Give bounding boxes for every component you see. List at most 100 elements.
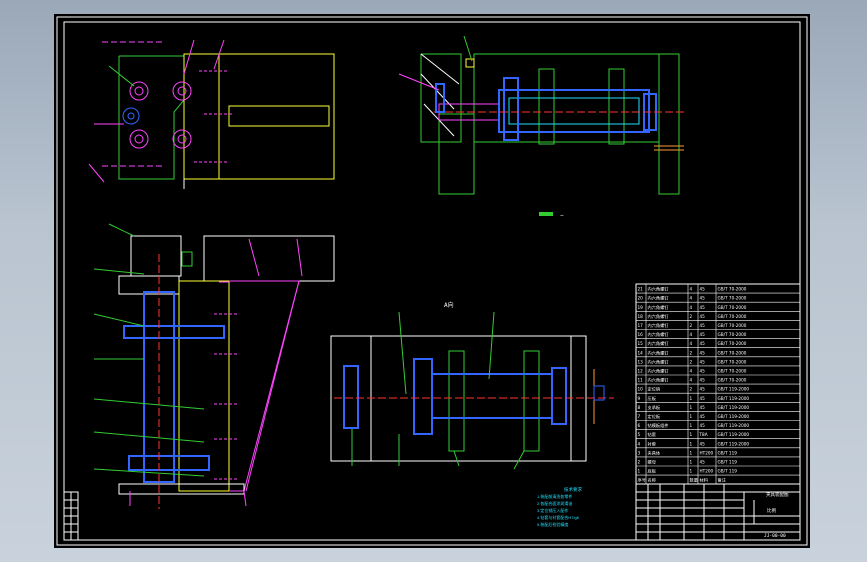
left-margin-table xyxy=(63,491,79,541)
tech-note-line: 2.各配合面涂润滑油 xyxy=(537,500,572,506)
parts-cell-name: 名称 xyxy=(648,477,656,484)
parts-cell-no: 序号 xyxy=(638,477,646,484)
minus-annotation: − xyxy=(560,212,564,219)
title-block-scale: 比例 xyxy=(767,507,776,514)
parts-cell-qty: 4 xyxy=(690,369,693,374)
tech-note-line: 4.钻套与衬套配合H7/g6 xyxy=(537,514,580,520)
parts-cell-no: 12 xyxy=(638,369,644,374)
assembly-drawing: − A向 xyxy=(56,16,808,546)
parts-cell-mat: 45 xyxy=(700,423,706,428)
top-right-view: − xyxy=(398,35,684,219)
view-title-bottom: A向 xyxy=(444,301,454,309)
parts-cell-no: 7 xyxy=(638,414,641,419)
parts-cell-name: 内六角螺钉 xyxy=(648,377,670,384)
parts-cell-name: 内六角螺钉 xyxy=(648,331,670,338)
parts-cell-qty: 2 xyxy=(690,323,693,328)
parts-cell-name: 内六角螺钉 xyxy=(648,322,670,329)
parts-cell-name: 内六角螺钉 xyxy=(648,286,670,293)
parts-cell-name: 底板 xyxy=(648,468,657,475)
parts-cell-qty: 1 xyxy=(690,423,693,428)
parts-cell-name: 内六角螺钉 xyxy=(648,304,670,311)
parts-cell-name: 内六角螺钉 xyxy=(648,313,670,320)
parts-cell-qty: 1 xyxy=(690,460,693,465)
parts-cell-mat: 45 xyxy=(700,414,706,419)
parts-cell-mat: 45 xyxy=(700,332,706,337)
parts-cell-name: 螺母 xyxy=(648,459,656,466)
parts-cell-mat: 45 xyxy=(700,378,706,383)
parts-cell-qty: 2 xyxy=(690,350,693,355)
parts-cell-std: GB/T 70-2000 xyxy=(718,369,747,374)
parts-cell-no: 4 xyxy=(638,441,641,446)
parts-cell-no: 19 xyxy=(638,305,644,310)
title-block: 夹具装配图 比例 JJ-00-00 xyxy=(635,483,801,541)
parts-cell-qty: 2 xyxy=(690,359,693,364)
outer-border xyxy=(56,16,808,546)
parts-cell-std: GB/T 70-2000 xyxy=(718,296,747,301)
parts-cell-mat: 45 xyxy=(700,405,706,410)
tech-notes: 技术要求 1.装配前清洗各零件 2.各配合面涂润滑油 3.定位销压入配作 4.钻… xyxy=(537,486,582,527)
parts-cell-mat: 45 xyxy=(700,387,706,392)
parts-cell-name: 夹具体 xyxy=(648,449,661,456)
parts-cell-qty: 2 xyxy=(690,387,693,392)
parts-cell-mat: 45 xyxy=(700,369,706,374)
parts-cell-name: 衬套 xyxy=(648,440,657,447)
parts-cell-no: 18 xyxy=(638,314,644,319)
parts-cell-qty: 4 xyxy=(690,305,693,310)
parts-cell-no: 2 xyxy=(638,460,641,465)
parts-cell-no: 8 xyxy=(638,405,641,410)
parts-cell-name: 钻模板组件 xyxy=(648,422,669,429)
parts-cell-std: GB/T 70-2000 xyxy=(718,287,747,292)
parts-cell-qty: 数量 xyxy=(690,477,698,484)
parts-cell-mat: 45 xyxy=(700,296,706,301)
parts-cell-std: GB/T 70-2000 xyxy=(718,359,747,364)
parts-cell-std: GB/T 70-2000 xyxy=(718,314,747,319)
parts-cell-mat: 45 xyxy=(700,341,706,346)
parts-cell-no: 11 xyxy=(638,378,644,383)
parts-cell-no: 9 xyxy=(638,396,641,401)
parts-cell-qty: 1 xyxy=(690,469,693,474)
parts-cell-name: 定位板 xyxy=(648,413,661,420)
parts-cell-std: GB/T 70-2000 xyxy=(718,378,747,383)
parts-cell-no: 5 xyxy=(638,432,641,437)
parts-cell-qty: 1 xyxy=(690,396,693,401)
parts-cell-no: 17 xyxy=(638,323,644,328)
parts-cell-no: 1 xyxy=(638,469,641,474)
parts-cell-std: GB/T 119-2000 xyxy=(718,387,750,392)
parts-cell-std: GB/T 70-2000 xyxy=(718,323,747,328)
parts-cell-qty: 4 xyxy=(690,341,693,346)
parts-cell-qty: 4 xyxy=(690,332,693,337)
parts-cell-no: 14 xyxy=(638,350,644,355)
parts-cell-name: 定位销 xyxy=(648,386,661,393)
parts-cell-std: GB/T 119-2000 xyxy=(718,441,750,446)
parts-cell-name: 内六角螺钉 xyxy=(648,368,670,375)
title-block-name: 夹具装配图 xyxy=(766,491,789,498)
parts-cell-mat: T8A xyxy=(699,432,708,437)
top-left-view xyxy=(88,39,335,189)
parts-cell-qty: 1 xyxy=(690,441,693,446)
parts-cell-mat: 45 xyxy=(700,287,706,292)
parts-cell-std: GB/T 119-2000 xyxy=(718,423,750,428)
parts-cell-std: GB/T 119 xyxy=(718,450,738,455)
parts-cell-std: GB/T 119-2000 xyxy=(718,432,750,437)
parts-cell-qty: 4 xyxy=(690,287,693,292)
parts-cell-std: GB/T 70-2000 xyxy=(718,350,747,355)
parts-cell-qty: 2 xyxy=(690,314,693,319)
parts-cell-mat: 45 xyxy=(700,441,706,446)
parts-cell-name: 钻套 xyxy=(648,431,657,438)
parts-cell-std: GB/T 119 xyxy=(718,469,738,474)
parts-cell-std: GB/T 119-2000 xyxy=(718,405,750,410)
parts-cell-std: GB/T 119-2000 xyxy=(718,396,750,401)
cad-viewport[interactable]: − A向 xyxy=(54,14,810,548)
parts-cell-qty: 1 xyxy=(690,405,693,410)
parts-cell-mat: 45 xyxy=(700,350,706,355)
parts-cell-no: 20 xyxy=(638,296,644,301)
parts-cell-name: 内六角螺钉 xyxy=(648,295,670,302)
parts-cell-no: 15 xyxy=(638,341,644,346)
tech-note-line: 3.定位销压入配作 xyxy=(537,507,568,513)
parts-cell-no: 3 xyxy=(638,450,641,455)
parts-cell-mat: 45 xyxy=(700,323,706,328)
parts-cell-name: 支承板 xyxy=(648,404,661,411)
parts-cell-std: GB/T 70-2000 xyxy=(718,305,747,310)
